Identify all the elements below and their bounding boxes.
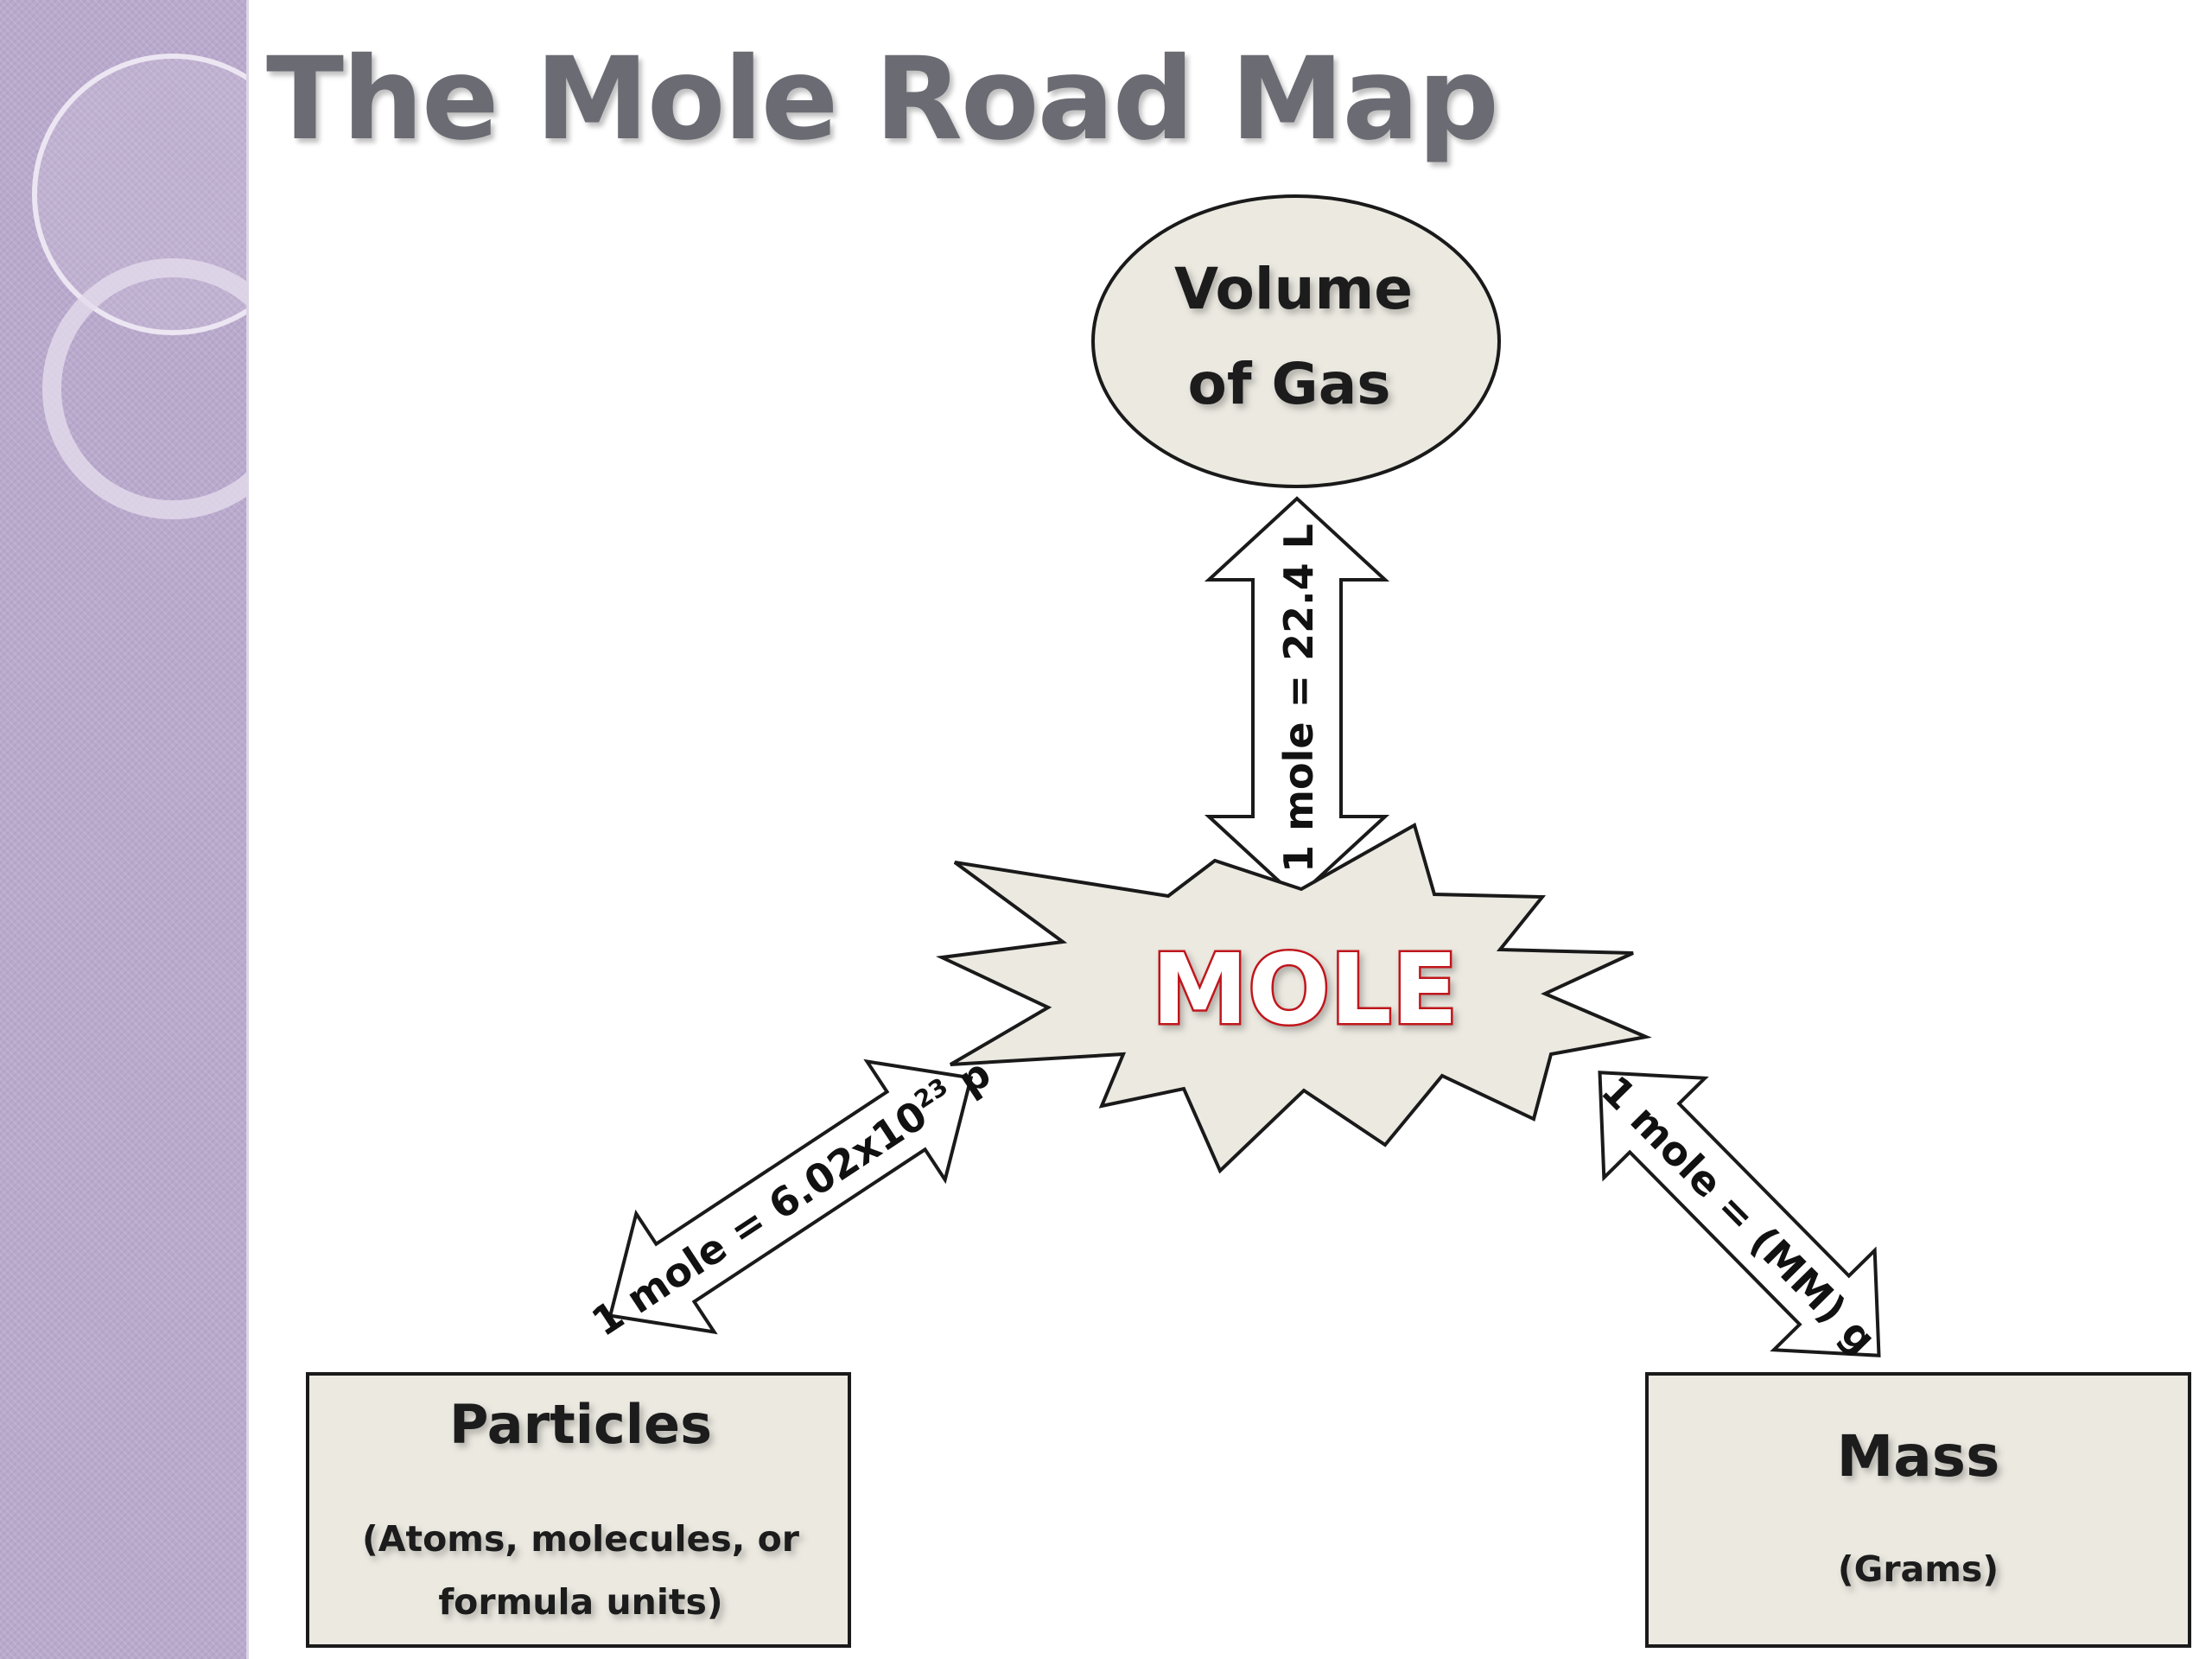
volume-conversion-arrow: 1 mole = 22.4 L (1204, 496, 1390, 900)
particles-conversion-label: 1 mole = 6.02x1023 p (583, 1049, 999, 1345)
volume-node-line1: Volume (1174, 256, 1413, 322)
mass-node: Mass (Grams) (1645, 1372, 2191, 1648)
mole-center-node: MOLE (935, 823, 1652, 1174)
particles-title: Particles (449, 1393, 712, 1456)
decorative-rings (32, 54, 246, 519)
particles-node: Particles (Atoms, molecules, or formula … (306, 1372, 851, 1648)
sidebar-decoration (0, 0, 249, 1659)
mass-title: Mass (1837, 1423, 2000, 1490)
slide-title: The Mole Road Map (266, 33, 1499, 166)
particles-subtitle-line2: formula units) (438, 1581, 722, 1623)
mass-conversion-arrow: 1 mole = (MM) g (1592, 1066, 1885, 1362)
mass-subtitle: (Grams) (1838, 1548, 1999, 1590)
volume-conversion-label: 1 mole = 22.4 L (1275, 524, 1322, 873)
mass-conversion-label: 1 mole = (MM) g (1592, 1066, 1885, 1362)
volume-node-line2: of Gas (1187, 351, 1390, 417)
particles-subtitle-line1: (Atoms, molecules, or (362, 1518, 800, 1560)
volume-of-gas-node: Volume of Gas (1091, 194, 1501, 488)
mole-label: MOLE (1152, 934, 1459, 1046)
